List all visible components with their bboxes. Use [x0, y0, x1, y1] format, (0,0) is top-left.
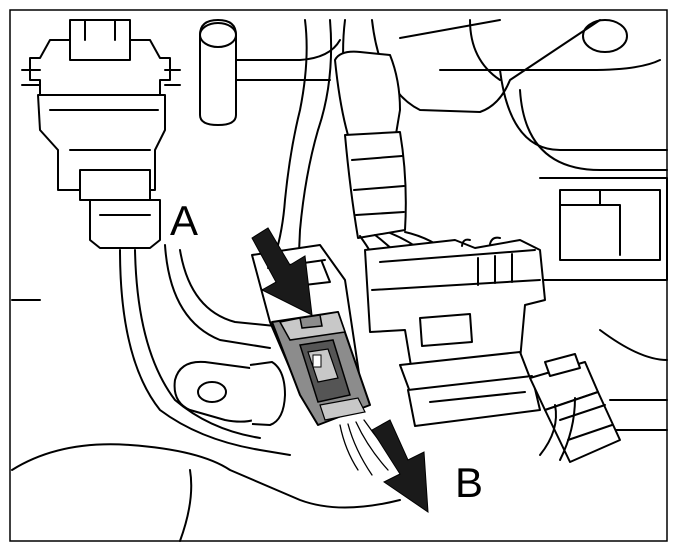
connector-a	[251, 244, 396, 476]
body-panel	[371, 19, 668, 431]
arrow-down-right-icon	[251, 227, 313, 316]
wire-harness	[269, 19, 466, 276]
connector-a-latch	[278, 311, 347, 341]
label-a: A	[170, 197, 199, 244]
connector-top-left	[21, 19, 181, 249]
label-b: B	[455, 459, 484, 506]
connector-small-right	[529, 353, 621, 463]
lower-panel	[11, 244, 401, 542]
connector-large	[364, 236, 546, 427]
arrow-down-right-icon	[371, 419, 429, 513]
stud-top	[199, 19, 341, 126]
